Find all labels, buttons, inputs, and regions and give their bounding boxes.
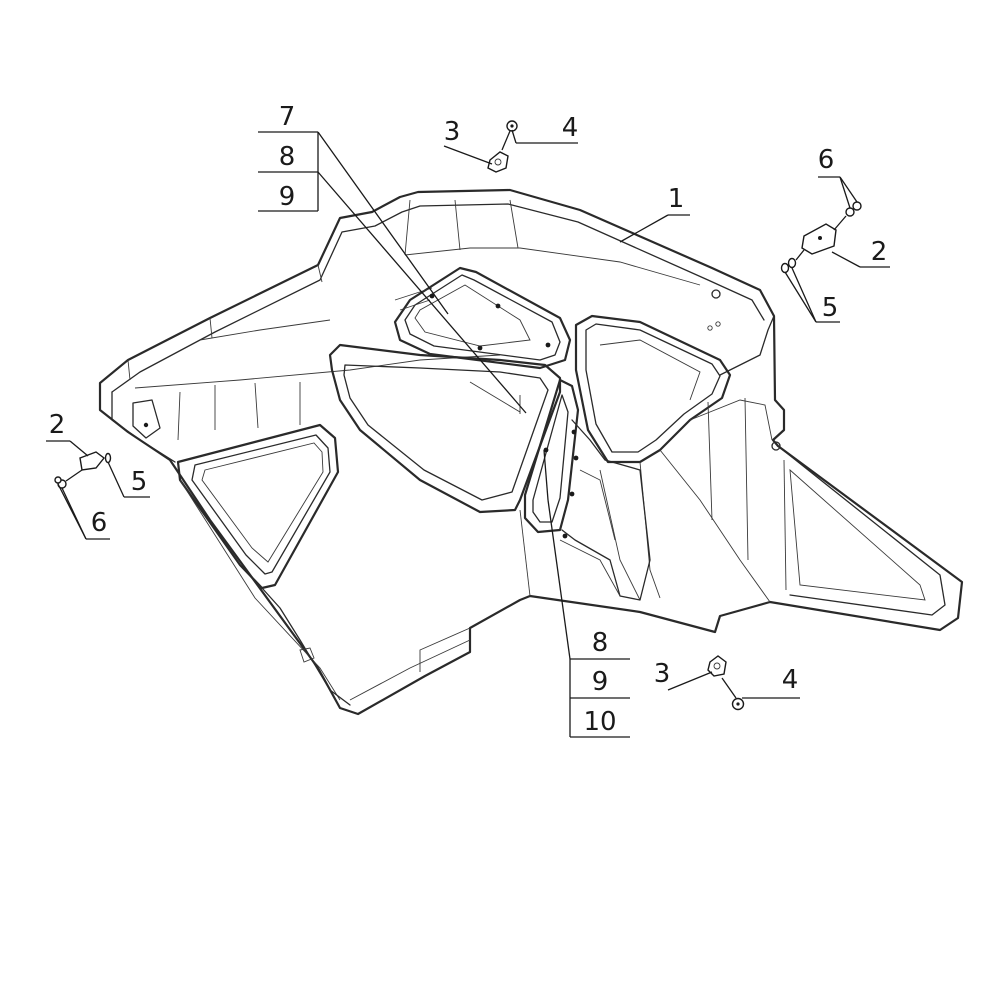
callout-5-left: 5 (131, 467, 148, 497)
callout-9-top: 9 (279, 182, 296, 212)
nuts-right (833, 201, 862, 231)
body-outline (98, 188, 964, 716)
callout-6-right: 6 (818, 145, 835, 175)
callout-10-bottom: 10 (583, 707, 616, 737)
callout-3-bottom: 3 (654, 659, 671, 689)
clip-nut-bottom (707, 655, 727, 677)
bracket-right (801, 223, 837, 255)
body-panel (98, 188, 964, 716)
callout-8-top: 8 (279, 142, 296, 172)
callout-4-top: 4 (562, 113, 579, 143)
callout-2-left: 2 (49, 410, 66, 440)
callout-6-left: 6 (91, 508, 108, 538)
callout-5-right: 5 (822, 293, 839, 323)
callout-9-bottom: 9 (592, 667, 609, 697)
callout-4-bottom: 4 (782, 665, 799, 695)
leader-lines (46, 129, 890, 738)
clip-nut-top (487, 151, 509, 173)
bracket-left (79, 451, 105, 471)
callout-2-right: 2 (871, 237, 888, 267)
screw-top (501, 120, 518, 151)
screw-bottom (721, 677, 745, 711)
washer-left (104, 452, 112, 464)
callout-8-bottom: 8 (592, 628, 609, 658)
callout-labels: 7 8 9 3 4 1 6 2 5 2 5 6 8 9 10 3 4 (49, 102, 888, 737)
callout-1-body: 1 (668, 184, 685, 214)
washers-right (780, 249, 805, 274)
callout-3-top: 3 (444, 117, 461, 147)
callout-7-top: 7 (279, 102, 296, 132)
